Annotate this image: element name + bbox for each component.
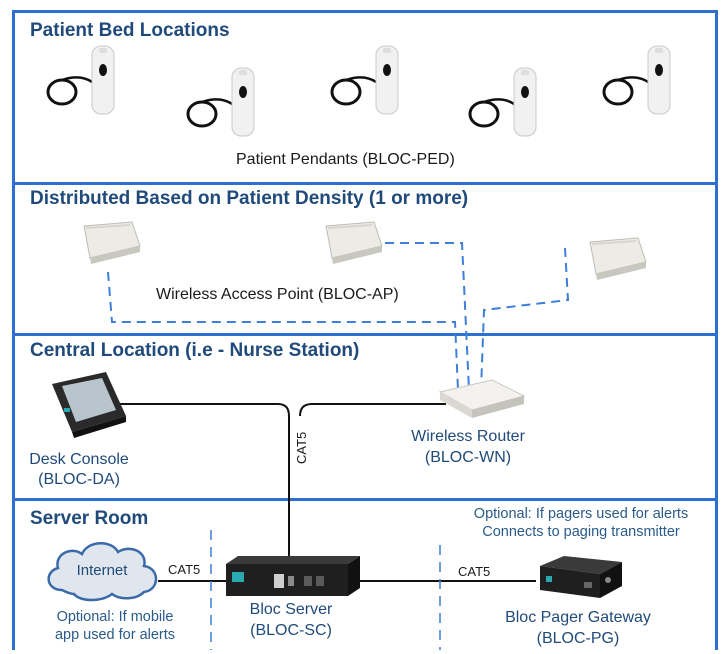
ap1-link xyxy=(107,271,459,391)
optional-mobile-line1: Optional: If mobile xyxy=(56,609,174,625)
access-point-icon xyxy=(83,221,141,264)
section-title-central: Central Location (i.e - Nurse Station) xyxy=(30,340,360,361)
pager-code: (BLOC-PG) xyxy=(536,630,620,647)
access-point-icon xyxy=(589,237,647,280)
ap3-link xyxy=(480,247,570,391)
optional-pager-line1: Optional: If pagers used for alerts xyxy=(473,506,689,522)
section-divider xyxy=(12,182,718,185)
bloc-server-icon xyxy=(226,556,360,596)
console-code: (BLOC-DA) xyxy=(38,471,120,488)
server-name: Bloc Server xyxy=(249,601,333,618)
internet-label: Internet xyxy=(76,562,128,579)
wireless-router-icon xyxy=(438,379,526,418)
console-name: Desk Console xyxy=(29,451,129,468)
ap2-link xyxy=(385,242,470,391)
pendant-icon xyxy=(46,45,115,115)
cat5-vertical-label: CAT5 xyxy=(294,431,309,464)
pendant-icon xyxy=(468,67,537,137)
section-divider xyxy=(12,498,718,501)
diagram-frame xyxy=(12,10,718,650)
pendant-icon xyxy=(186,67,255,137)
section-title-distributed: Distributed Based on Patient Density (1 … xyxy=(30,188,469,209)
desk-console-icon xyxy=(52,372,126,438)
pager-gateway-icon xyxy=(540,556,622,598)
internet-cloud-icon xyxy=(47,542,158,602)
section-title-server-room: Server Room xyxy=(30,508,149,529)
pendant-icon xyxy=(602,45,671,115)
router-cable xyxy=(299,403,446,417)
pendant-icon xyxy=(330,45,399,115)
pendants-label: Patient Pendants (BLOC-PED) xyxy=(236,151,455,168)
section-title-patient-bed: Patient Bed Locations xyxy=(30,20,230,41)
router-name: Wireless Router xyxy=(411,428,525,445)
cat5-internet-label: CAT5 xyxy=(168,562,201,577)
access-point-label: Wireless Access Point (BLOC-AP) xyxy=(156,286,399,303)
router-code: (BLOC-WN) xyxy=(424,449,512,466)
optional-pager-line2: Connects to paging transmitter xyxy=(482,524,680,540)
console-cable xyxy=(115,403,290,556)
cat5-pager-label: CAT5 xyxy=(458,564,491,579)
optional-mobile-line2: app used for alerts xyxy=(54,627,176,643)
pager-name: Bloc Pager Gateway xyxy=(505,609,651,626)
section-divider xyxy=(12,333,718,336)
server-code: (BLOC-SC) xyxy=(250,622,332,639)
access-point-icon xyxy=(325,221,383,264)
